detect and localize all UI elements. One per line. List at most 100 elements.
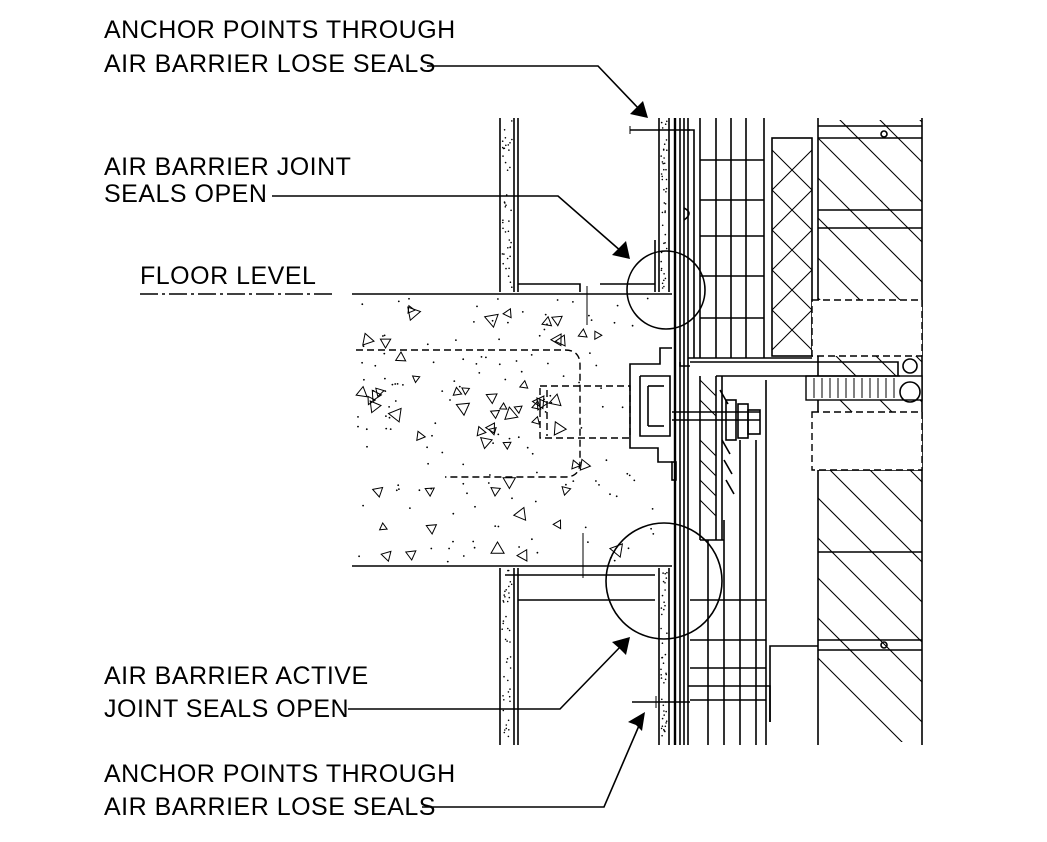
aggregate-dot (546, 323, 548, 326)
air-barrier-layers (673, 118, 690, 745)
gypsum-dot (507, 569, 509, 572)
aggregate-dot (609, 493, 611, 496)
aggregate-mark (371, 486, 384, 498)
aggregate-dot (480, 356, 483, 358)
gypsum-dot (508, 596, 511, 599)
aggregate-dot (547, 362, 549, 365)
aggregate-dot (476, 305, 478, 308)
gypsum-dot (660, 674, 662, 676)
panel-grid-lower (688, 380, 818, 745)
gypsum-dot (660, 155, 662, 157)
aggregate-mark (379, 338, 392, 349)
aggregate-dot (580, 427, 583, 429)
gypsum-dot (509, 166, 511, 169)
gypsum-dot (511, 120, 513, 122)
aggregate-dot (394, 400, 397, 402)
aggregate-mark (476, 425, 487, 437)
gypsum-dot (505, 589, 508, 591)
aggregate-dot (357, 416, 359, 418)
aggregate-dot (395, 489, 398, 492)
aggregate-dot (391, 383, 394, 386)
label-joint-seals-line2: SEALS OPEN (104, 180, 267, 208)
aggregate-mark (380, 550, 392, 563)
leader-lines (140, 65, 648, 808)
gypsum-dot (503, 129, 506, 131)
gypsum-dot (504, 206, 507, 208)
gypsum-dot (663, 285, 665, 288)
aggregate-dot (397, 300, 400, 303)
aggregate-dot (498, 338, 500, 341)
gypsum-dot (663, 710, 665, 712)
gypsum-dot (503, 731, 506, 734)
aggregate-dot (385, 415, 387, 417)
label-active-joint: AIR BARRIER ACTIVE JOINT SEALS OPEN (104, 662, 368, 723)
aggregate-mark (407, 304, 416, 314)
aggregate-mark (552, 519, 562, 530)
arrowhead-icon (612, 637, 630, 655)
gypsum-dot (511, 286, 513, 289)
gypsum-dot (507, 735, 510, 738)
gypsum-dot (664, 582, 666, 584)
aggregate-mark (549, 333, 562, 347)
aggregate-dot (397, 484, 400, 487)
aggregate-dot (365, 428, 368, 431)
aggregate-dot (613, 559, 616, 562)
gypsum-dot (661, 717, 664, 720)
gypsum-dot (509, 688, 511, 690)
gypsum-dot (505, 194, 508, 196)
aggregate-dot (455, 339, 457, 341)
interior-wall-lower (499, 568, 670, 745)
gypsum-dot (663, 601, 665, 603)
aggregate-dot (530, 354, 533, 356)
aggregate-mark (571, 459, 582, 470)
aggregate-mark (479, 436, 494, 450)
gypsum-dot (663, 188, 665, 191)
gypsum-stipple (501, 120, 668, 738)
aggregate-mark (452, 386, 463, 396)
gypsum-dot (502, 600, 505, 602)
gypsum-dot (661, 613, 663, 616)
aggregate-mark (424, 487, 436, 498)
gypsum-dot (663, 273, 665, 275)
gypsum-dot (665, 672, 667, 675)
gypsum-dot (503, 201, 506, 203)
aggregate-dot (383, 352, 386, 355)
concrete-aggregate (355, 297, 655, 563)
aggregate-mark (513, 405, 523, 415)
gypsum-dot (661, 594, 664, 597)
aggregate-dot (549, 394, 552, 397)
aggregate-dot (627, 547, 630, 550)
gypsum-dot (502, 695, 504, 697)
gypsum-dot (665, 247, 668, 250)
gypsum-dot (663, 608, 665, 611)
aggregate-dot (434, 422, 437, 425)
gypsum-dot (502, 262, 505, 265)
aggregate-dot (491, 319, 494, 322)
gypsum-dot (502, 221, 504, 224)
aggregate-dot (426, 343, 429, 346)
gypsum-dot (665, 673, 668, 676)
aggregate-dot (382, 335, 384, 337)
aggregate-dot (418, 489, 421, 492)
gypsum-dot (660, 607, 663, 609)
gypsum-dot (666, 571, 668, 574)
aggregate-dot (394, 383, 397, 385)
aggregate-dot (550, 401, 553, 404)
aggregate-dot (362, 345, 365, 348)
gypsum-dot (662, 580, 665, 583)
gypsum-dot (508, 592, 510, 594)
aggregate-dot (515, 360, 518, 362)
aggregate-mark (502, 307, 512, 319)
gypsum-dot (662, 162, 664, 165)
gypsum-dot (504, 137, 507, 139)
aggregate-mark (369, 400, 382, 414)
insulation-strip (771, 137, 813, 357)
gypsum-dot (502, 622, 505, 625)
aggregate-dot (508, 437, 511, 440)
leader-anchor-bottom (422, 720, 642, 808)
gypsum-dot (505, 724, 508, 726)
gypsum-dot (660, 173, 663, 175)
aggregate-dot (504, 378, 507, 381)
gypsum-dot (664, 203, 667, 205)
aggregate-mark (515, 548, 528, 562)
